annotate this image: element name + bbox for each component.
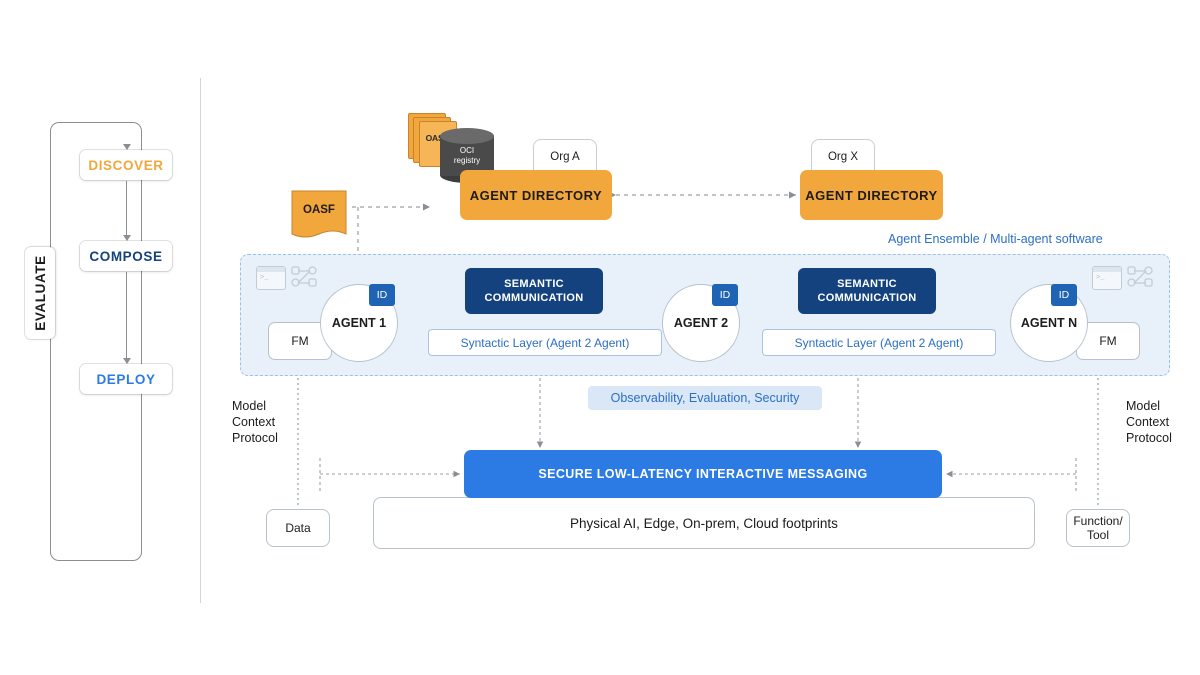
syntactic-layer-2[interactable]: Syntactic Layer (Agent 2 Agent) xyxy=(762,329,996,356)
graph-nodes-icon xyxy=(291,266,317,287)
oci-label-line2: registry xyxy=(453,156,481,165)
mcp-right-line2: Context xyxy=(1126,415,1170,429)
semantic-communication-2[interactable]: SEMANTIC COMMUNICATION xyxy=(798,268,936,314)
arrow-discover-compose xyxy=(126,181,127,239)
agent-directory-org-x[interactable]: AGENT DIRECTORY xyxy=(800,170,943,220)
semantic-line1: SEMANTIC xyxy=(837,278,897,290)
secure-messaging-bar[interactable]: SECURE LOW-LATENCY INTERACTIVE MESSAGING xyxy=(464,450,942,498)
stage-deploy[interactable]: DEPLOY xyxy=(80,364,172,394)
model-context-protocol-right: Model Context Protocol xyxy=(1126,398,1172,446)
function-tool-line2: Tool xyxy=(1086,528,1109,542)
agent-directory-org-a[interactable]: AGENT DIRECTORY xyxy=(460,170,612,220)
arrowhead-discover xyxy=(122,144,131,150)
org-tab-x[interactable]: Org X xyxy=(812,140,874,174)
tool-icons-right xyxy=(1092,266,1156,292)
mcp-right-line1: Model xyxy=(1126,399,1161,413)
syntactic-layer-1[interactable]: Syntactic Layer (Agent 2 Agent) xyxy=(428,329,662,356)
tool-icons-left xyxy=(256,266,320,292)
function-tool-endpoint[interactable]: Function/ Tool xyxy=(1066,509,1130,547)
semantic-line1: SEMANTIC xyxy=(504,278,564,290)
stage-compose[interactable]: COMPOSE xyxy=(80,241,172,271)
oasf-note-label: OASF xyxy=(303,204,335,216)
semantic-communication-1[interactable]: SEMANTIC COMMUNICATION xyxy=(465,268,603,314)
section-divider xyxy=(200,78,201,603)
mcp-left-line1: Model xyxy=(232,399,267,413)
terminal-icon xyxy=(256,266,286,290)
arrow-compose-deploy xyxy=(126,272,127,362)
agent-n-id-badge: ID xyxy=(1051,284,1077,306)
oci-registry-label: OCI registry xyxy=(440,146,494,166)
data-endpoint[interactable]: Data xyxy=(266,509,330,547)
oci-label-line1: OCI xyxy=(459,146,475,155)
observability-evaluation-security-label: Observability, Evaluation, Security xyxy=(588,386,822,410)
oasf-document-note[interactable]: OASF xyxy=(291,190,347,242)
org-tab-a[interactable]: Org A xyxy=(534,140,596,174)
ensemble-header-label: Agent Ensemble / Multi-agent software xyxy=(888,232,1103,246)
oasf-books-label: OASF xyxy=(425,133,449,143)
oasf-note-shape xyxy=(291,190,347,238)
semantic-line2: COMMUNICATION xyxy=(484,292,584,304)
arrowhead-compose xyxy=(122,235,131,241)
footprints-bar: Physical AI, Edge, On-prem, Cloud footpr… xyxy=(373,497,1035,549)
mcp-left-line2: Context xyxy=(232,415,276,429)
evaluate-loop-path xyxy=(50,122,142,561)
agent-2-id-badge: ID xyxy=(712,284,738,306)
semantic-line2: COMMUNICATION xyxy=(817,292,917,304)
graph-nodes-icon xyxy=(1127,266,1153,287)
function-tool-line1: Function/ xyxy=(1073,514,1123,528)
foundation-model-agentn: FM xyxy=(1076,322,1140,360)
model-context-protocol-left: Model Context Protocol xyxy=(232,398,278,446)
cylinder-top xyxy=(440,128,494,144)
mcp-right-line3: Protocol xyxy=(1126,431,1172,445)
stage-discover[interactable]: DISCOVER xyxy=(80,150,172,180)
terminal-icon xyxy=(1092,266,1122,290)
mcp-left-line3: Protocol xyxy=(232,431,278,445)
agent-1-id-badge: ID xyxy=(369,284,395,306)
arrowhead-deploy xyxy=(122,358,131,364)
agent-n-node[interactable]: AGENT N xyxy=(1010,284,1088,362)
stage-evaluate[interactable]: EVALUATE xyxy=(25,247,55,339)
